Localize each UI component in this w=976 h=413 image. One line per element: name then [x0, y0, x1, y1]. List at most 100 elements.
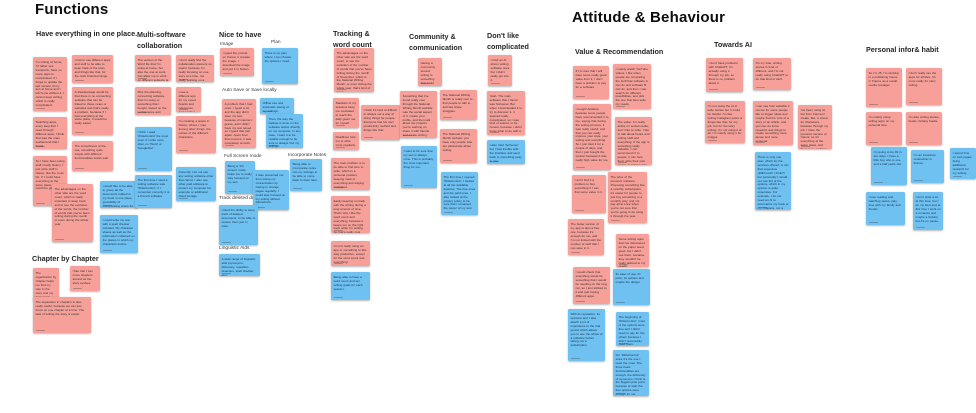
sub-cluster-header[interactable]: Linguistic Aids [219, 246, 250, 251]
sticky-note[interactable]: I liked the ability to keep track of del… [219, 205, 258, 245]
sticky-note[interactable]: The first time I used a writing software… [135, 175, 172, 208]
sticky-note[interactable]: For 'WriteControl' since it's the one I … [613, 350, 649, 396]
sticky-note[interactable]: The advantages on the other side are the… [334, 48, 374, 92]
sticky-note[interactable]: Something that I've found really cool th… [400, 91, 437, 138]
sticky-note[interactable]: Being able to incorporate notes into my … [290, 159, 322, 191]
sub-cluster-header[interactable]: Image [220, 42, 234, 47]
sticky-note[interactable]: I don't find it a problem to buy somethi… [572, 175, 606, 213]
cluster-header[interactable]: Multi-software collaboration [137, 30, 186, 50]
sticky-note[interactable]: The advantages on the other side are the… [52, 184, 93, 242]
sticky-note[interactable]: I want to be sure that my text is always… [401, 146, 437, 188]
sticky-note[interactable]: I'm also writing stories, books, fantasy… [906, 112, 942, 145]
sub-cluster-header[interactable]: Track deleted doc [219, 196, 257, 201]
sticky-note[interactable]: I mainly watch YouTube videos. I like wh… [613, 64, 651, 109]
sticky-note[interactable]: Being able to have a word count and set … [331, 272, 370, 300]
sticky-note[interactable]: On my side, writing stories is kind of d… [753, 58, 791, 90]
sticky-note[interactable]: I also tried 'Scrivener' but I had troub… [487, 140, 525, 164]
cluster-header[interactable]: Value & Recommendation [575, 47, 664, 56]
sticky-note[interactable]: I bought Antidote, because some people h… [573, 104, 611, 170]
sticky-note-text: Being a 'full screen' mode helps me to r… [227, 163, 252, 184]
sticky-note[interactable]: I'm not using the AI to write stories bu… [705, 101, 745, 143]
sticky-note[interactable]: Some writing apps that I've discovered o… [616, 234, 649, 267]
cluster-header[interactable]: Have everything in one place. [36, 29, 138, 38]
sticky-note[interactable]: The better version of my app is also a f… [568, 219, 604, 255]
sticky-note[interactable]: There is only one plan, which for the se… [755, 152, 791, 210]
cluster-header[interactable]: Towards AI [714, 40, 752, 49]
sticky-note[interactable]: Having a community around writing is som… [418, 58, 442, 86]
sticky-note[interactable]: I don't have problems with ChatGPT, I'm … [706, 58, 743, 92]
sticky-note[interactable]: I typed the prompt on Canva, it creates … [220, 48, 254, 76]
cluster-header[interactable]: Chapter by Chapter [32, 254, 99, 263]
cluster-header[interactable]: Community & communication [409, 32, 463, 52]
section-title[interactable]: Functions [35, 1, 109, 18]
note-author-meta [54, 239, 64, 241]
sticky-note[interactable]: I'm going to be 30 in two days. I have a… [871, 147, 907, 185]
cluster-header[interactable]: Nice to have [219, 30, 262, 39]
sticky-note[interactable]: The first time I opened 'WriteControl', … [441, 172, 478, 215]
sticky-note[interactable]: Being a 'full screen' mode helps me to r… [225, 161, 255, 194]
sticky-note[interactable]: The value: I'm really active on social m… [615, 117, 652, 165]
note-author-meta [102, 250, 112, 252]
sticky-note[interactable]: Deadlines help me to write more regularl… [333, 132, 359, 150]
sticky-note[interactable]: I don't write a lot at this time, but I … [913, 192, 943, 230]
sticky-note[interactable]: If I'm sure that I will have some really… [573, 66, 609, 99]
sticky-note[interactable]: I'm creating a space in Notion, where I … [176, 116, 216, 153]
sticky-note[interactable]: I'm not really using an app or something… [331, 241, 370, 266]
sticky-note[interactable]: Its ease of use, its price, its options … [613, 269, 650, 305]
sticky-note[interactable]: It also prevented me from losing my conc… [253, 170, 289, 210]
sticky-note[interactable]: Switching apps, every step that I need t… [33, 117, 67, 149]
sticky-note[interactable]: Plus the planning, connecting software t… [135, 87, 171, 115]
sticky-note[interactable]: Offline use and automatic saving of my w… [260, 98, 294, 114]
sticky-note[interactable]: Statistics of my sessions keep me motiva… [333, 98, 359, 128]
sticky-note[interactable]: The National Writing Month website: you … [440, 129, 477, 163]
cluster-header[interactable]: Don't like complicated [487, 31, 529, 51]
cluster-header[interactable]: Tracking & word count [333, 29, 372, 49]
sticky-note[interactable]: I could write my text with a spell check… [100, 215, 138, 253]
sticky-note[interactable]: I like that I can move chapters around a… [70, 266, 100, 291]
section-title[interactable]: Attitude & Behaviour [572, 9, 726, 26]
sticky-note[interactable]: I've been using AI, but from Canva to cr… [798, 105, 832, 149]
sticky-note[interactable]: I'm an insurance underwriter in France. [911, 150, 944, 183]
cluster-header[interactable]: Personal infor& habit [866, 45, 939, 54]
sticky-note[interactable]: The version of the Word file that I'm us… [135, 55, 171, 81]
sticky-note[interactable]: I would check that everything would be s… [573, 267, 610, 304]
sticky-note[interactable]: Currently I do not use any writing softw… [176, 167, 216, 201]
sticky-note[interactable]: I'm mainly using writing apps on my pers… [866, 112, 902, 145]
sticky-note[interactable]: There is no plan where I can choose the … [262, 48, 298, 84]
sticky-note[interactable]: I can see how valuable it can be for som… [753, 101, 793, 145]
sticky-note-text: I liked the ability to keep track of del… [221, 207, 256, 228]
sticky-note[interactable]: A disadvantage would be that there is no… [72, 87, 113, 135]
sticky-note[interactable]: So I'm 25, I'm working in a publishing h… [866, 68, 902, 107]
sticky-note-text: I use a different app for my mood boards… [178, 89, 196, 112]
sub-cluster-header[interactable]: Plan [271, 40, 281, 45]
sticky-note[interactable]: The organization by chapter helps me fin… [33, 268, 59, 300]
sticky-note[interactable]: I tried an AI driven writing software on… [488, 55, 512, 86]
sticky-note[interactable]: Yeah. The main software that I found was… [487, 91, 525, 135]
sticky-note[interactable]: I use a different app for my mood boards… [176, 87, 201, 112]
sub-cluster-header[interactable]: Auto Save or Save locally [222, 88, 277, 93]
sticky-note[interactable]: I spend time on web pages doing addition… [950, 148, 976, 179]
sticky-note[interactable]: I don't really use the apps for articles… [906, 68, 942, 105]
sticky-note[interactable]: I would like to be able to group all the… [100, 181, 138, 208]
sticky-note[interactable]: The main problem is to be able to find t… [331, 158, 370, 190]
sticky-note[interactable]: With its reputation, its opinions and I … [568, 309, 605, 361]
sticky-note[interactable]: I love reading and watching series, play… [866, 192, 905, 225]
sticky-note[interactable]: The beginning of 'WriteControl', most of… [616, 312, 649, 346]
sticky-note-text: I'm not using the AI to write stories bu… [707, 103, 743, 140]
sticky-note-text: I don't really find the collaboration el… [178, 57, 212, 82]
sub-cluster-header[interactable]: Full Screen mode [224, 154, 262, 159]
sticky-note[interactable]: The National Writing Month is really coo… [440, 90, 477, 120]
sub-cluster-header[interactable]: Incorporate Notes [288, 153, 327, 158]
sticky-note[interactable]: A problem that I had once: I typed a lot… [222, 99, 256, 148]
sticky-note[interactable]: The separation in chapters is also reall… [33, 297, 91, 333]
sticky-note[interactable]: I had to use different apps and stuff to… [72, 55, 113, 83]
sticky-note[interactable]: Easily keeping on track with the writing… [331, 196, 370, 233]
sticky-note[interactable]: The price of the premium software. Propo… [608, 172, 647, 223]
sticky-note[interactable]: I think I used 'WriteControl' the most e… [135, 127, 172, 171]
sticky-note[interactable]: Then, the way the backup is done on the … [266, 114, 303, 148]
sticky-note[interactable]: I think it's kind of difficult to always… [361, 105, 400, 140]
sticky-note[interactable]: I'm writing at home, I'd rather use tran… [33, 57, 67, 111]
sticky-note[interactable]: A wide range of linguistic aids (synonym… [219, 254, 260, 276]
sticky-note[interactable]: The smoothness of the use, something qui… [72, 141, 113, 171]
sticky-note[interactable]: I don't really find the collaboration el… [176, 55, 214, 82]
